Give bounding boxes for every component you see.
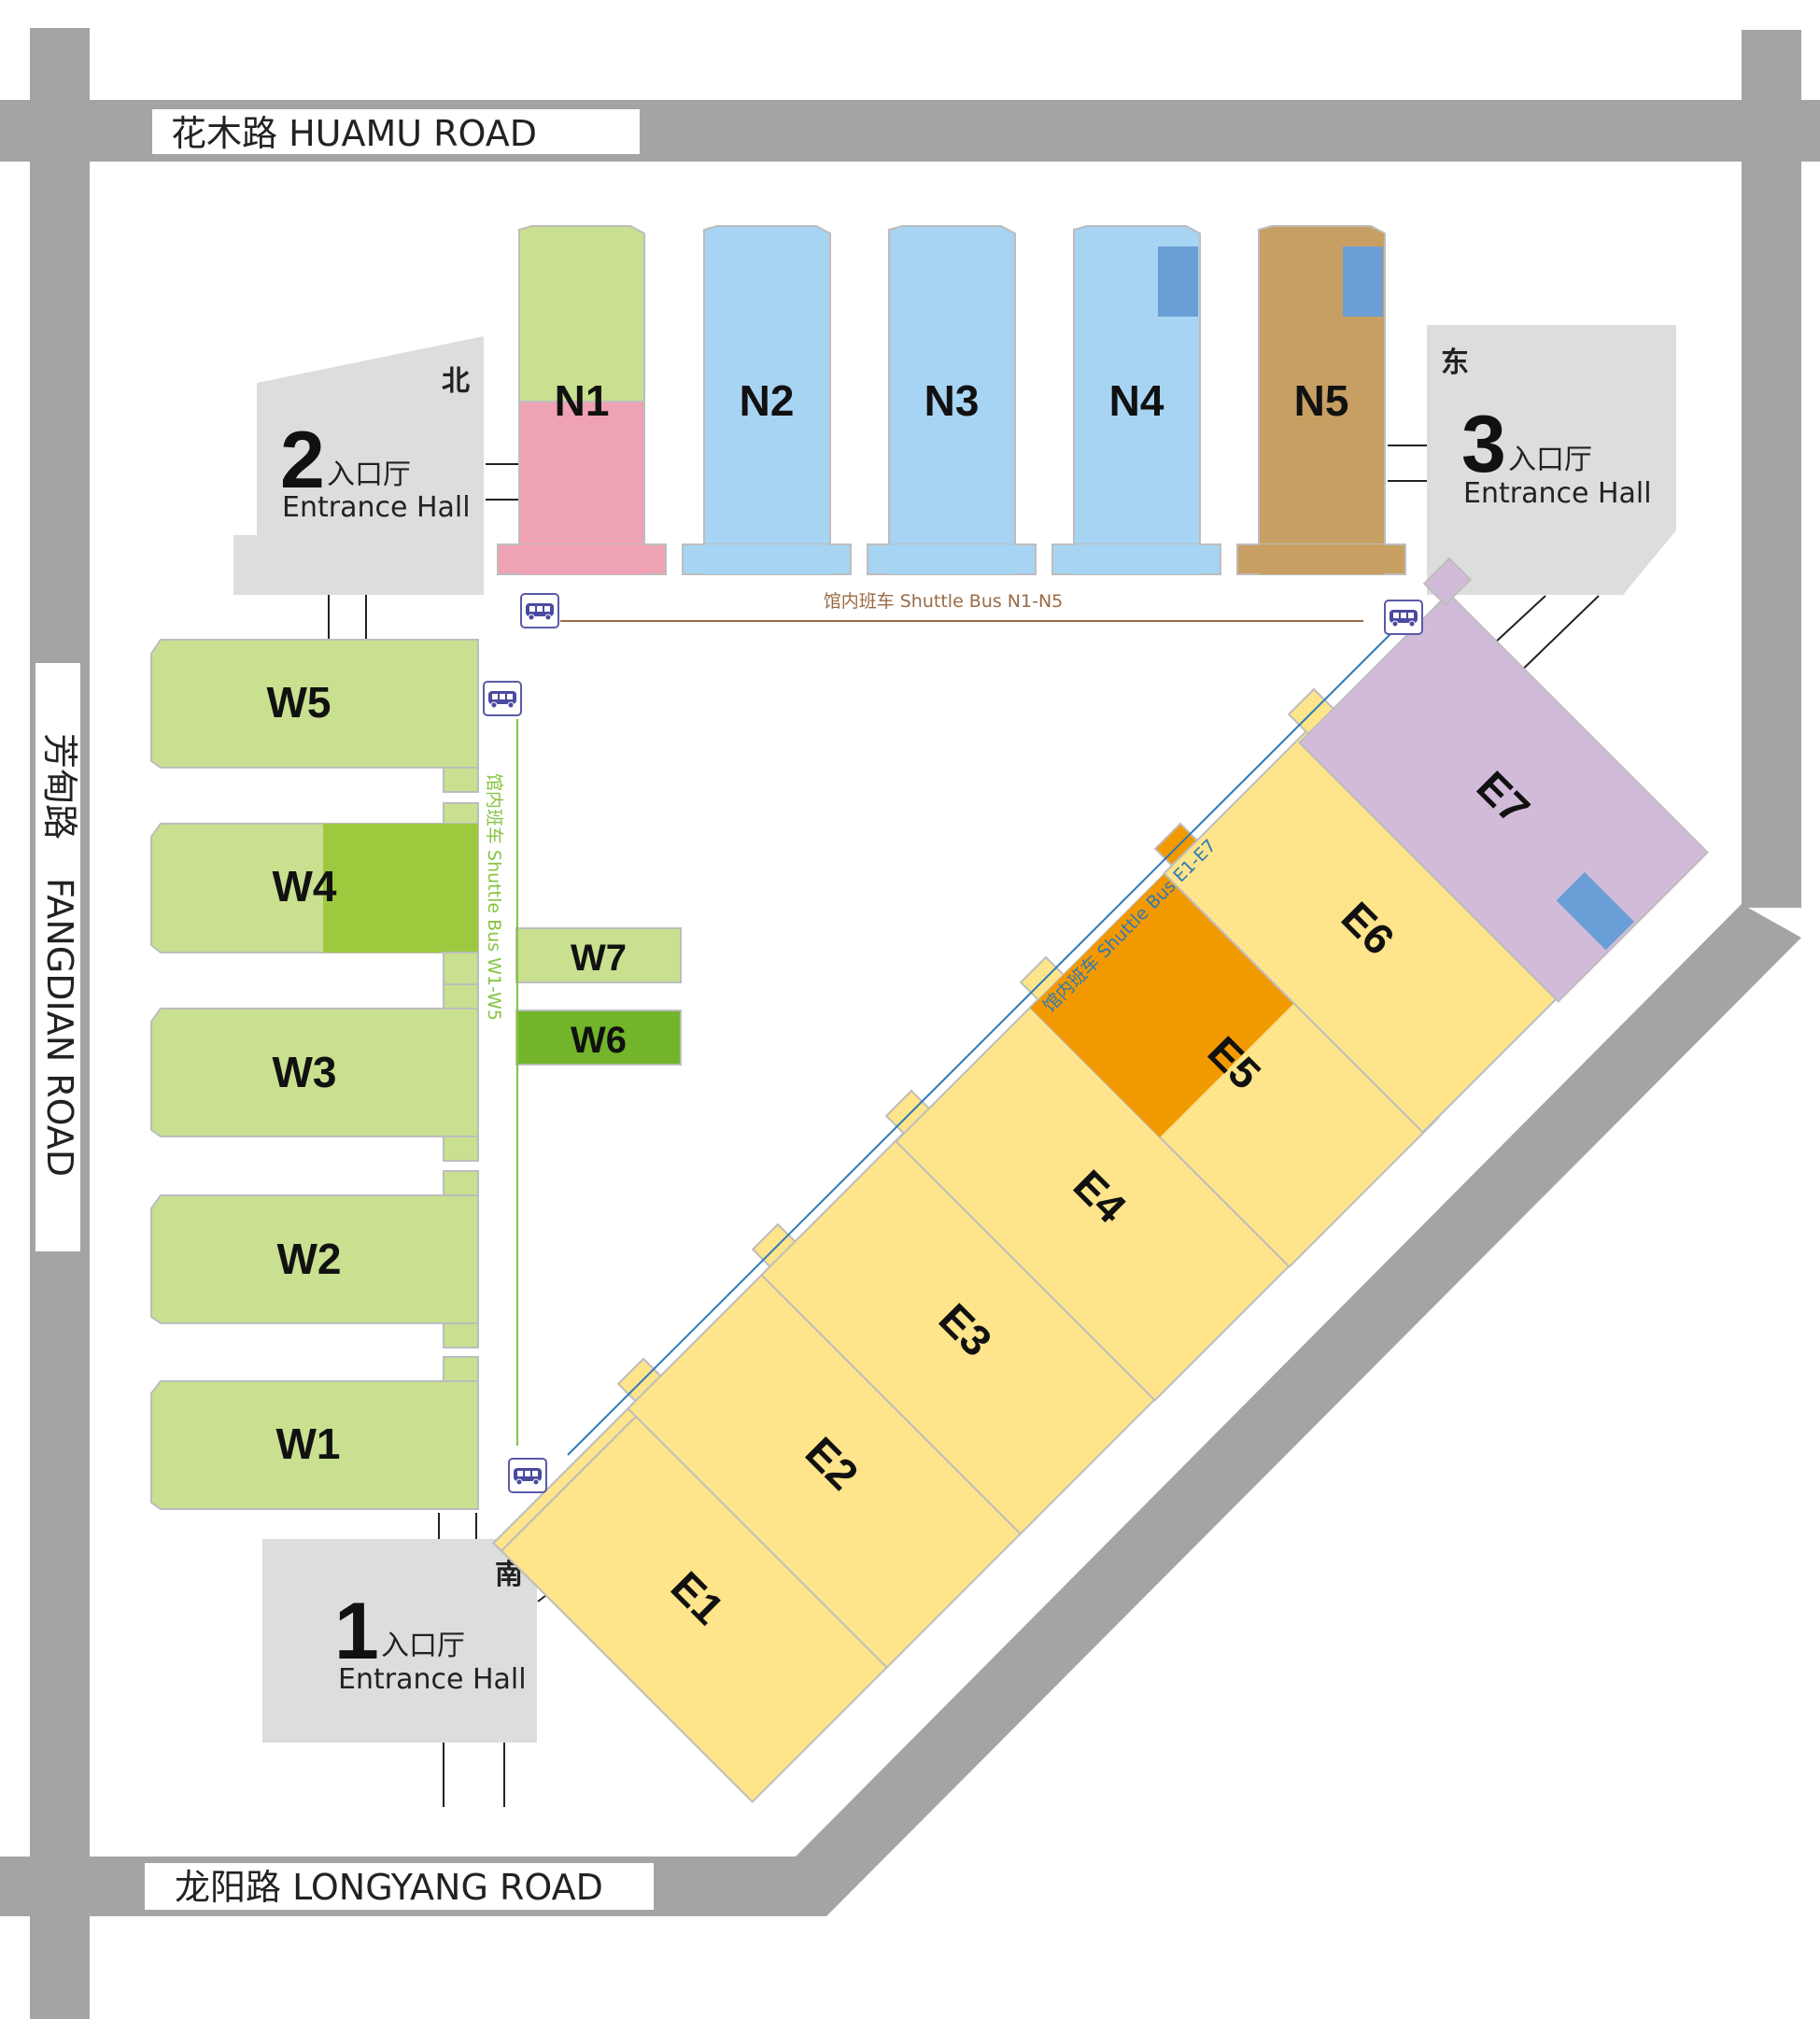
hall-w3[interactable]: W3 xyxy=(150,983,479,1162)
hall-w5-label: W5 xyxy=(267,678,332,727)
hall-n1[interactable]: N1 xyxy=(497,225,667,575)
hall-w7-label: W7 xyxy=(571,938,627,979)
east-road xyxy=(1742,30,1801,908)
longyang-road-sign xyxy=(145,1863,654,1910)
entrance-hall-2-cn: 入口厅 xyxy=(327,459,411,491)
bus-stop-icon-n1[interactable] xyxy=(520,593,559,628)
west-halls: W5 W4 W3 W2 W1 W7 xyxy=(150,639,682,1510)
hall-w2-label: W2 xyxy=(277,1235,342,1283)
hall-n4-annex xyxy=(1158,247,1198,317)
hall-w6[interactable]: W6 xyxy=(515,1010,682,1066)
fangdian-road-label-cn: 芳甸路 xyxy=(39,733,80,840)
hall-w1[interactable]: W1 xyxy=(150,1356,479,1510)
hall-w7[interactable]: W7 xyxy=(515,927,682,983)
hall-w3-label: W3 xyxy=(273,1048,337,1096)
fangdian-road-label-en: FANGDIAN ROAD xyxy=(39,878,80,1177)
entrance-hall-1-number: 1 xyxy=(334,1587,379,1676)
hall-n4-label: N4 xyxy=(1109,376,1164,425)
hall-n2-label: N2 xyxy=(740,376,795,425)
entrance-hall-3-en: Entrance Hall xyxy=(1463,477,1652,510)
hall-n2[interactable]: N2 xyxy=(682,225,852,575)
hall-n5-annex xyxy=(1343,247,1383,317)
road-labels: 花木路 HUAMU ROAD 龙阳路 LONGYANG ROAD 芳甸路 FAN… xyxy=(35,109,654,1910)
entrance-hall-1-en: Entrance Hall xyxy=(338,1663,527,1696)
huamu-road-sign xyxy=(152,109,640,154)
entrance-hall-3-cn: 入口厅 xyxy=(1508,444,1592,476)
hall-w6-label: W6 xyxy=(571,1020,627,1061)
hall-n3-label: N3 xyxy=(924,376,980,425)
shuttle-label-west: 馆内班车 Shuttle Bus W1-W5 xyxy=(484,773,504,1021)
hall-e7[interactable]: E7 xyxy=(1282,557,1725,1003)
entrance-hall-3-number: 3 xyxy=(1461,400,1506,489)
shuttle-label-north: 馆内班车 Shuttle Bus N1-N5 xyxy=(824,591,1064,612)
entrance-hall-1[interactable]: 南 1 入口厅 Entrance Hall xyxy=(262,1539,537,1743)
hall-n4[interactable]: N4 xyxy=(1051,225,1221,575)
entrance-hall-2-number: 2 xyxy=(280,416,325,505)
hall-w5[interactable]: W5 xyxy=(150,639,479,793)
hall-e6[interactable]: E6 xyxy=(1147,687,1589,1134)
longyang-road-label: 龙阳路 LONGYANG ROAD xyxy=(175,1867,603,1908)
entrance-hall-1-cn: 入口厅 xyxy=(381,1630,465,1662)
entrance-hall-2-direction: 北 xyxy=(442,365,470,398)
entrance-hall-2-en: Entrance Hall xyxy=(282,491,471,524)
hall-w4-label: W4 xyxy=(273,862,337,911)
hall-n3[interactable]: N3 xyxy=(867,225,1037,575)
east-halls: E1 E2 E3 E4 E5 E6 xyxy=(492,557,1725,1803)
bus-stop-icon-n5[interactable] xyxy=(1384,600,1423,635)
huamu-road-label: 花木路 HUAMU ROAD xyxy=(171,113,537,154)
entrance-hall-3[interactable]: 东 3 入口厅 Entrance Hall xyxy=(1427,325,1676,595)
north-halls: N1 N2 N3 N4 N5 xyxy=(497,225,1406,575)
diagonal-road xyxy=(796,904,1801,1916)
hall-n5[interactable]: N5 xyxy=(1236,225,1406,575)
hall-w2[interactable]: W2 xyxy=(150,1170,479,1348)
bus-stop-icon-w1[interactable] xyxy=(508,1458,547,1493)
hall-w4[interactable]: W4 xyxy=(150,802,479,985)
entrance-hall-2[interactable]: 北 2 入口厅 Entrance Hall xyxy=(233,336,484,595)
hall-w1-label: W1 xyxy=(276,1419,341,1468)
hall-e7-annex xyxy=(1556,871,1635,951)
hall-n1-label: N1 xyxy=(555,376,610,425)
bus-stop-icon-w5[interactable] xyxy=(483,681,522,716)
hall-n5-label: N5 xyxy=(1294,376,1349,425)
shuttle-line-east xyxy=(567,632,1392,1456)
entrance-halls: 北 2 入口厅 Entrance Hall 东 3 入口厅 Entrance H… xyxy=(233,325,1676,1743)
entrance-hall-3-direction: 东 xyxy=(1441,346,1469,379)
fangdian-road-sign xyxy=(35,663,80,1251)
